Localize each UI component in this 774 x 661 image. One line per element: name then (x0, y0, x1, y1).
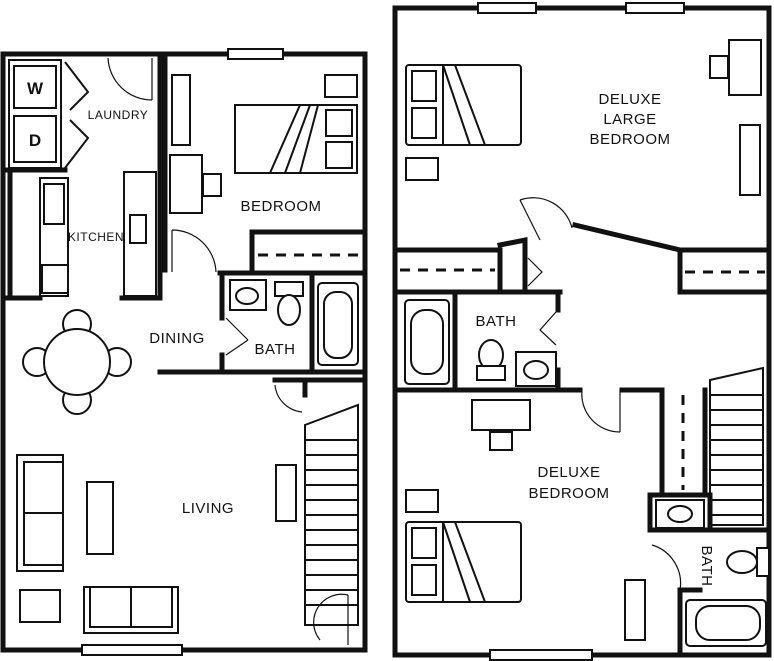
staircase (304, 403, 359, 626)
pillow (411, 107, 437, 139)
pillow (411, 527, 437, 559)
end-table (19, 589, 61, 623)
right-unit: DELUXE LARGE BEDROOM BATH DELUXE BEDROOM (392, 2, 772, 661)
pillow (411, 70, 437, 102)
dining-table (43, 328, 111, 396)
fridge (43, 183, 65, 225)
chair (202, 173, 222, 197)
deluxe-bedroom-label-2: BEDROOM (528, 485, 609, 502)
washer (13, 65, 57, 109)
sink (129, 214, 147, 244)
left-unit: W D LAUNDRY KITCHEN BEDROOM (0, 48, 368, 656)
pillow (325, 109, 353, 137)
toilet-tank (756, 547, 770, 577)
entry-door (313, 593, 349, 645)
pillow (411, 564, 437, 596)
sink-basin (667, 505, 693, 523)
bath-walls (157, 270, 368, 375)
sink-basin (523, 360, 549, 380)
stair-door (274, 384, 303, 413)
toilet (726, 550, 758, 574)
deluxe-bedroom-label-1: DELUXE (537, 464, 600, 481)
deluxe-bedroom-door (581, 389, 621, 433)
large-bedroom-label-2: LARGE (603, 111, 656, 128)
side-table (275, 464, 297, 522)
laundry-door (107, 57, 153, 101)
desk (728, 39, 762, 96)
large-bedroom-label-1: DELUXE (598, 91, 661, 108)
laundry-bifold-doors (64, 61, 90, 169)
bath-upper-label: BATH (476, 313, 517, 330)
tub-basin (410, 309, 444, 375)
closet-walls (394, 221, 772, 295)
nightstand (324, 74, 358, 98)
large-bedroom-label-3: BEDROOM (589, 131, 670, 148)
bed-sheet (269, 104, 319, 174)
toilet-tank (476, 365, 506, 381)
bath-sink (655, 499, 705, 529)
bedroom-label: BEDROOM (240, 198, 321, 215)
dresser (171, 74, 191, 146)
kitchen-label: KITCHEN (68, 230, 124, 244)
tub-basin (323, 291, 353, 359)
window (81, 644, 183, 656)
chair (489, 431, 513, 451)
staircase (709, 366, 764, 526)
toilet-tank (274, 281, 304, 297)
bedroom-door (519, 197, 573, 241)
bath-lower-label: BATH (698, 546, 715, 587)
linen-door (527, 257, 543, 287)
washer-label: W (27, 79, 44, 98)
kitchen-walls (0, 107, 163, 301)
dryer (13, 115, 57, 163)
nightstand (405, 489, 439, 513)
window (625, 2, 685, 14)
dining-label: DINING (149, 330, 205, 347)
bed-sheet (442, 64, 486, 146)
lower-bath-door (651, 544, 682, 591)
closet-walls (217, 229, 368, 276)
tub-basin (695, 605, 761, 641)
window (477, 2, 537, 14)
laundry-label: LAUNDRY (88, 108, 149, 122)
sink-basin (235, 287, 259, 305)
chair (709, 55, 729, 79)
window (227, 48, 284, 60)
living-label: LIVING (182, 500, 234, 517)
bed-sheet (442, 521, 486, 603)
bedroom-door (171, 229, 217, 273)
sofa-cushions (23, 461, 64, 566)
bath-walls (394, 289, 583, 393)
loveseat-cushions (89, 587, 173, 628)
bath-label: BATH (255, 341, 296, 358)
nightstand (405, 157, 439, 181)
left-unit-outer-wall (0, 51, 368, 653)
window (489, 649, 593, 661)
bath-door (225, 317, 249, 356)
coffee-table (86, 481, 114, 555)
lower-bath-walls (647, 492, 772, 658)
desk (169, 154, 203, 214)
dresser (624, 579, 646, 641)
dryer-label: D (29, 131, 41, 150)
toilet (277, 294, 301, 326)
dresser (739, 124, 761, 196)
pillow (325, 141, 353, 169)
closet-walls (619, 387, 708, 498)
stair-walls (272, 377, 368, 398)
bath-door (539, 311, 557, 346)
closet-rods (400, 268, 765, 274)
stove (41, 264, 69, 294)
desk (471, 399, 531, 431)
